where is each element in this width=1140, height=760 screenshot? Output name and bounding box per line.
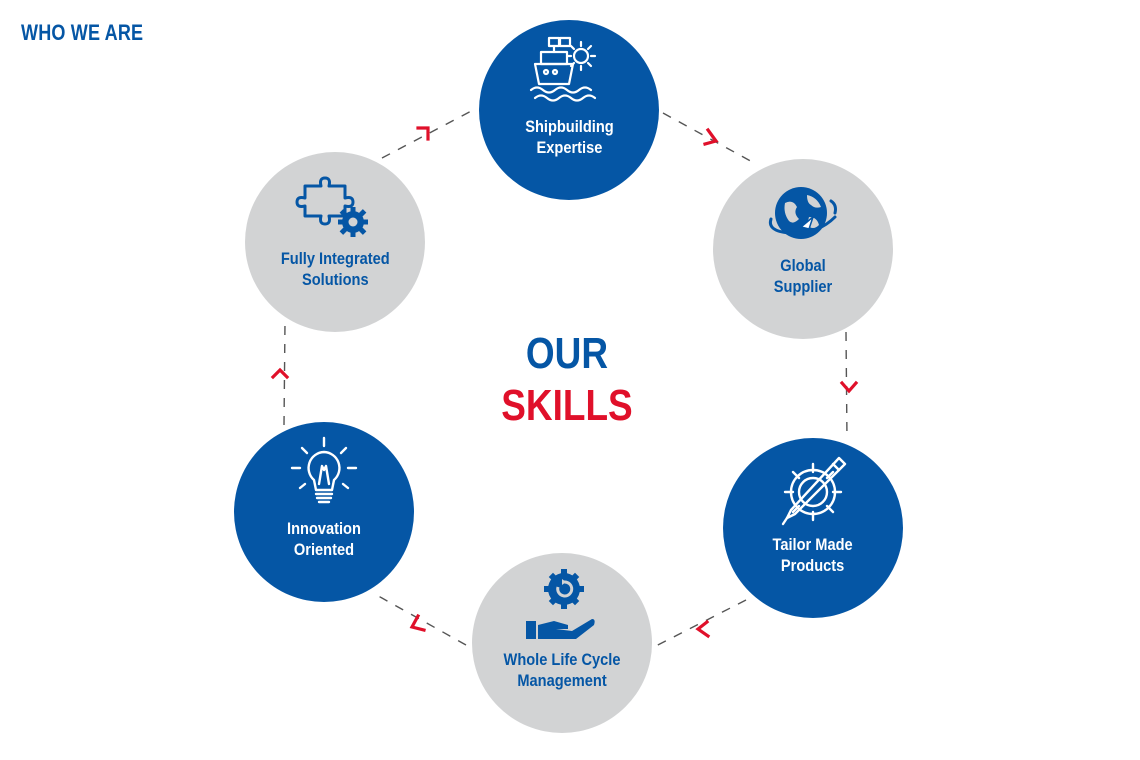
- arrow-4: [409, 613, 426, 632]
- connector-3: [651, 599, 747, 649]
- skill-label-line2: Products: [781, 556, 845, 575]
- skill-label-line1: Whole Life Cycle: [503, 650, 621, 669]
- skill-label-line2: Management: [517, 671, 607, 690]
- skill-tailor-made-products: Tailor Made Products: [723, 438, 903, 618]
- center-title: OUR SKILLS: [483, 328, 651, 432]
- center-title-line1: OUR: [525, 329, 609, 378]
- skill-label-line1: Fully Integrated: [280, 249, 390, 268]
- puzzle-gear-icon: [295, 176, 368, 237]
- arrow-2: [839, 380, 859, 394]
- skill-label-line1: Shipbuilding: [524, 117, 614, 136]
- skill-global-supplier: Global Supplier: [713, 159, 893, 339]
- lightbulb-icon: [290, 436, 358, 504]
- skill-label-line2: Supplier: [773, 277, 833, 296]
- center-title-line2: SKILLS: [501, 381, 633, 430]
- connector-4: [372, 592, 467, 646]
- gear-pencil-icon: [781, 456, 847, 526]
- globe-plane-icon: [768, 187, 837, 239]
- skill-label-line1: Global: [780, 256, 826, 275]
- skill-label-line1: Innovation: [287, 519, 361, 538]
- arrow-3: [695, 619, 711, 639]
- ship-gear-icon: [529, 36, 597, 102]
- direction-arrows: [270, 126, 859, 639]
- skill-innovation-oriented: Innovation Oriented: [234, 422, 414, 602]
- hand-gear-icon: [526, 569, 595, 639]
- skill-label-line2: Solutions: [301, 270, 369, 289]
- skill-label-line1: Tailor Made: [772, 535, 854, 554]
- arrow-1: [703, 127, 719, 146]
- section-heading: WHO WE ARE: [21, 20, 144, 45]
- arrow-6: [416, 126, 430, 141]
- connector-1: [662, 112, 757, 165]
- skill-label-line2: Oriented: [293, 540, 355, 559]
- skill-fully-integrated-solutions: Fully Integrated Solutions: [245, 152, 425, 332]
- skill-whole-life-cycle-management: Whole Life Cycle Management: [472, 553, 652, 733]
- skill-label-line2: Expertise: [536, 138, 602, 157]
- arrow-5: [270, 367, 290, 380]
- skill-shipbuilding-expertise: Shipbuilding Expertise: [479, 20, 659, 200]
